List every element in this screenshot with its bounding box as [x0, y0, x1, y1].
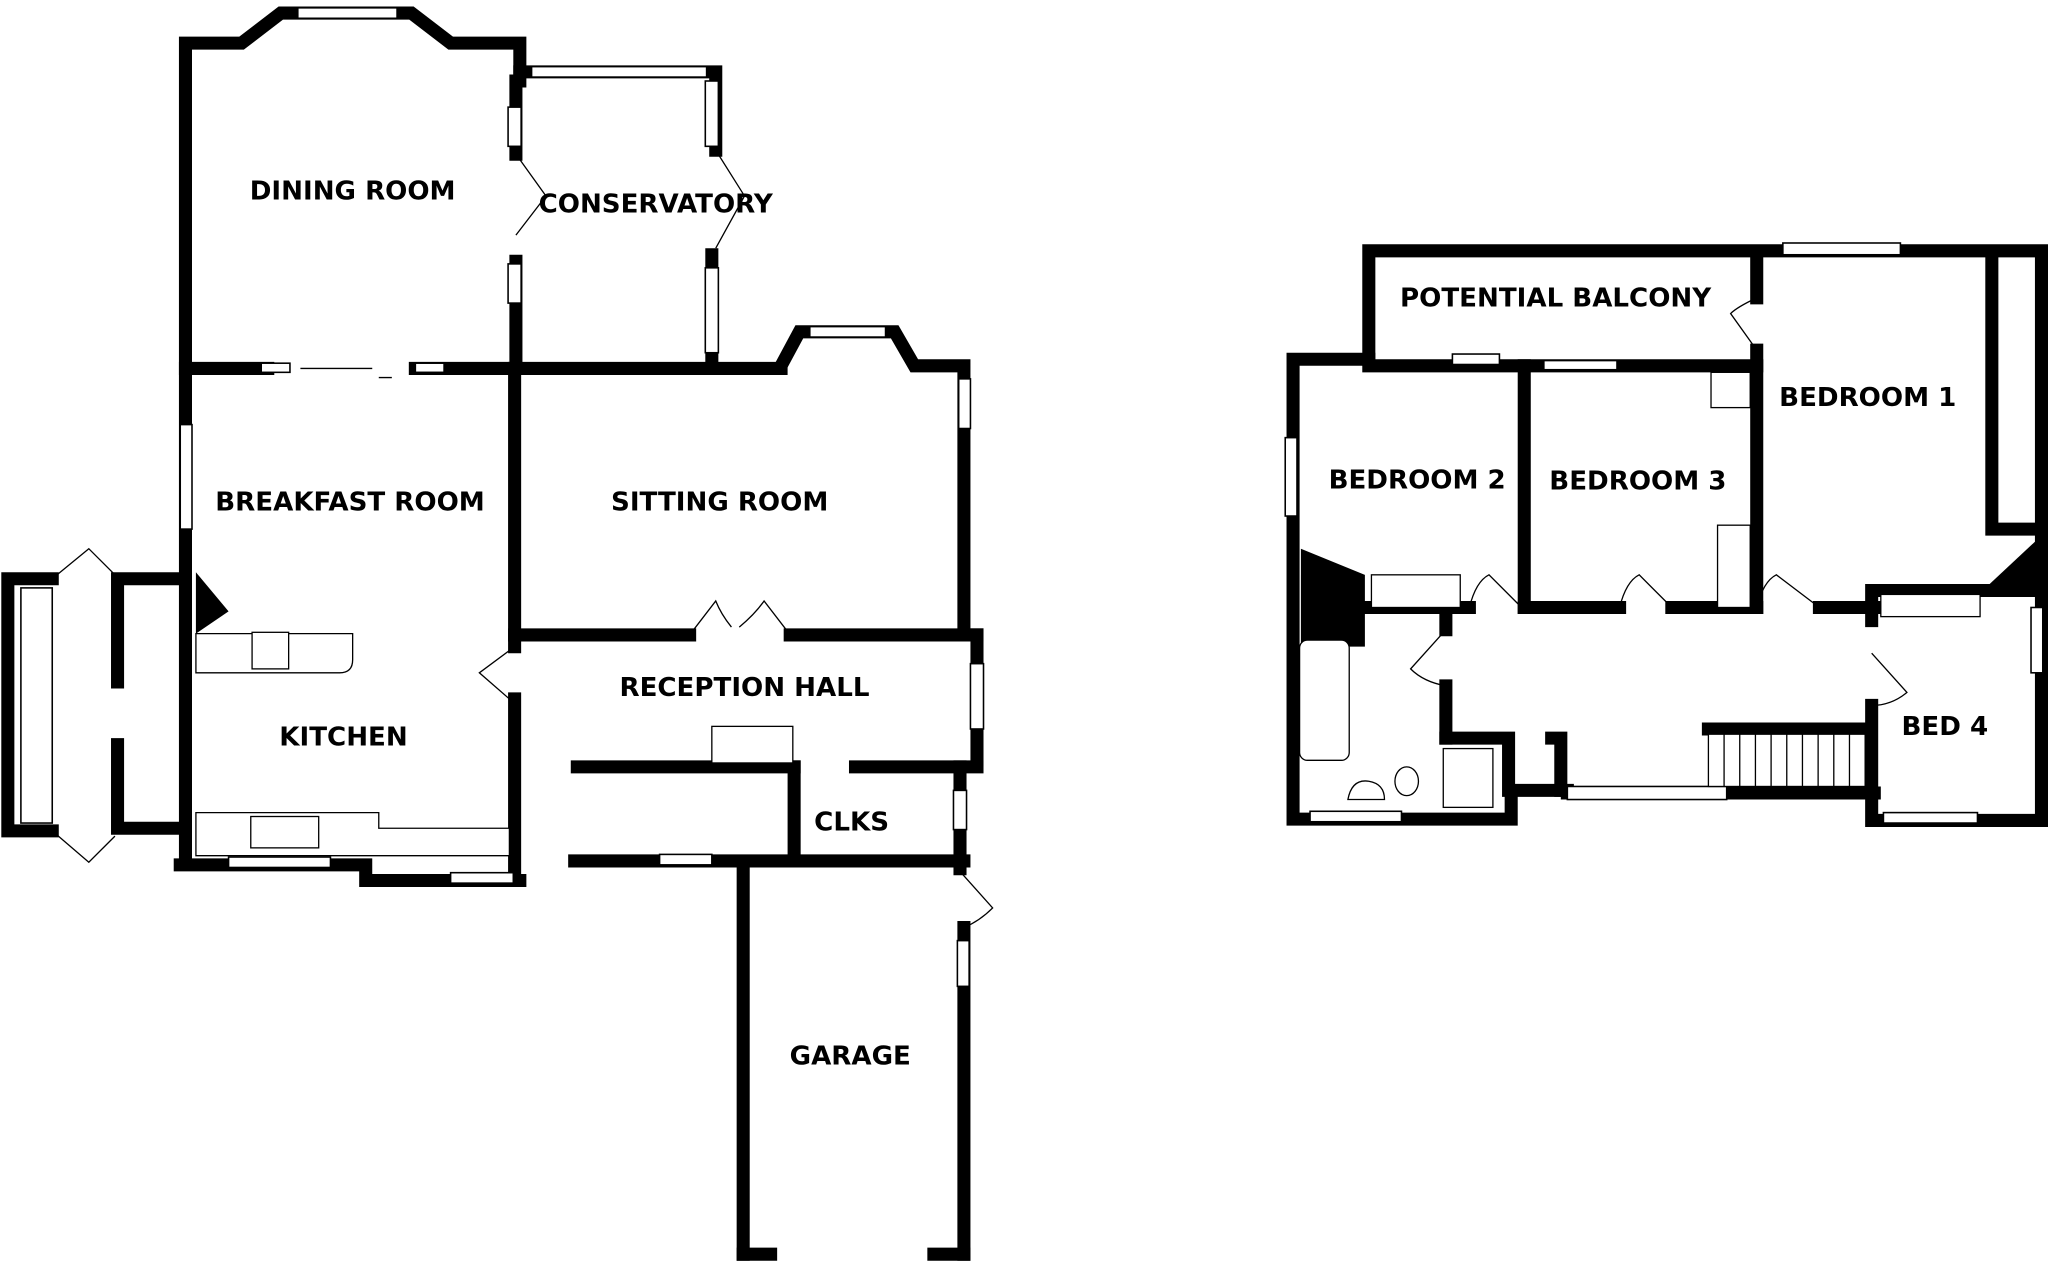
- sink-icon: [250, 815, 320, 849]
- room-label-bedroom-3: BEDROOM 3: [1549, 467, 1726, 497]
- basin-icon: [1347, 780, 1386, 801]
- room-label-bed-4: BED 4: [1901, 712, 1988, 742]
- stairs: [711, 725, 794, 764]
- room-label-dining-room: DINING ROOM: [250, 177, 456, 207]
- room-label-garage: GARAGE: [790, 1041, 911, 1071]
- first-floor-windows: [1284, 242, 2044, 824]
- room-label-potential-balcony: POTENTIAL BALCONY: [1400, 284, 1712, 314]
- bath-icon: [1298, 639, 1350, 761]
- first-floor: POTENTIAL BALCONY BEDROOM 1 BEDROOM 2 BE…: [1284, 242, 2048, 827]
- room-label-conservatory: CONSERVATORY: [539, 190, 774, 220]
- room-label-bedroom-1: BEDROOM 1: [1779, 383, 1956, 413]
- ground-floor: DINING ROOM CONSERVATORY BREAKFAST ROOM …: [1, 6, 994, 1261]
- first-floor-fixtures: [1298, 297, 1981, 809]
- room-label-kitchen: KITCHEN: [279, 723, 407, 753]
- room-label-reception-hall: RECEPTION HALL: [619, 673, 869, 703]
- room-label-breakfast-room: BREAKFAST ROOM: [215, 487, 484, 517]
- ground-floor-fixtures: [51, 149, 994, 929]
- toilet-icon: [1394, 766, 1420, 797]
- hob-icon: [251, 631, 290, 670]
- room-label-sitting-room: SITTING ROOM: [611, 487, 828, 517]
- room-label-clks: CLKS: [814, 808, 889, 838]
- ground-floor-windows: [20, 7, 985, 988]
- shower-icon: [1442, 747, 1494, 809]
- room-label-bedroom-2: BEDROOM 2: [1329, 465, 1506, 495]
